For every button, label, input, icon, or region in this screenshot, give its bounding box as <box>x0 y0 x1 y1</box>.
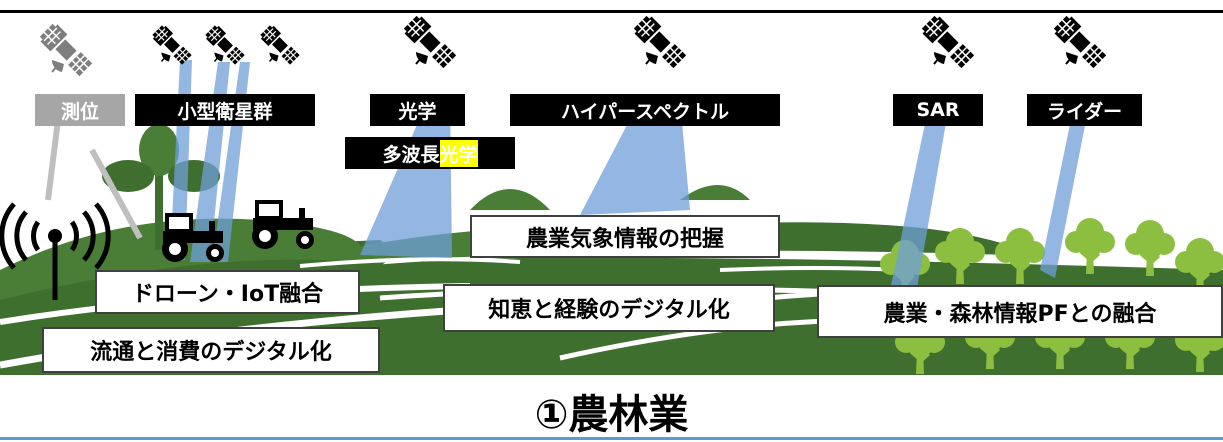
sar-label: SAR <box>893 94 983 126</box>
multispectral-highlight: 光学 <box>439 139 478 167</box>
wisdom-box: 知恵と経験のデジタル化 <box>443 284 775 332</box>
multispectral-prefix: 多波長 <box>382 143 440 166</box>
top-divider <box>0 10 1223 13</box>
distribution-box: 流通と消費のデジタル化 <box>42 327 380 373</box>
radio-antenna-icon <box>0 202 111 300</box>
satellite-icon <box>38 22 94 78</box>
satellite-icon <box>204 24 246 66</box>
page-title: ①農林業 <box>534 392 689 438</box>
satellite-icon <box>151 24 193 66</box>
drone-iot-box: ドローン・IoT融合 <box>95 270 360 314</box>
lidar-label: ライダー <box>1027 94 1142 126</box>
bottom-divider <box>0 437 1223 440</box>
positioning-label: 測位 <box>35 94 125 126</box>
optical-label: 光学 <box>370 94 465 126</box>
small-sats-label: 小型衛星群 <box>135 94 315 126</box>
satellite-icon <box>1052 14 1108 70</box>
weather-box: 農業気象情報の把握 <box>470 215 780 258</box>
satellite-icon <box>259 24 301 66</box>
multispectral-label: 多波長光学 <box>345 137 515 169</box>
hyperspectral-label: ハイパースペクトル <box>510 94 780 126</box>
satellite-icon <box>402 14 458 70</box>
platform-box: 農業・森林情報PFとの融合 <box>817 285 1223 338</box>
satellite-icon <box>632 14 688 70</box>
satellite-icon <box>920 14 976 70</box>
